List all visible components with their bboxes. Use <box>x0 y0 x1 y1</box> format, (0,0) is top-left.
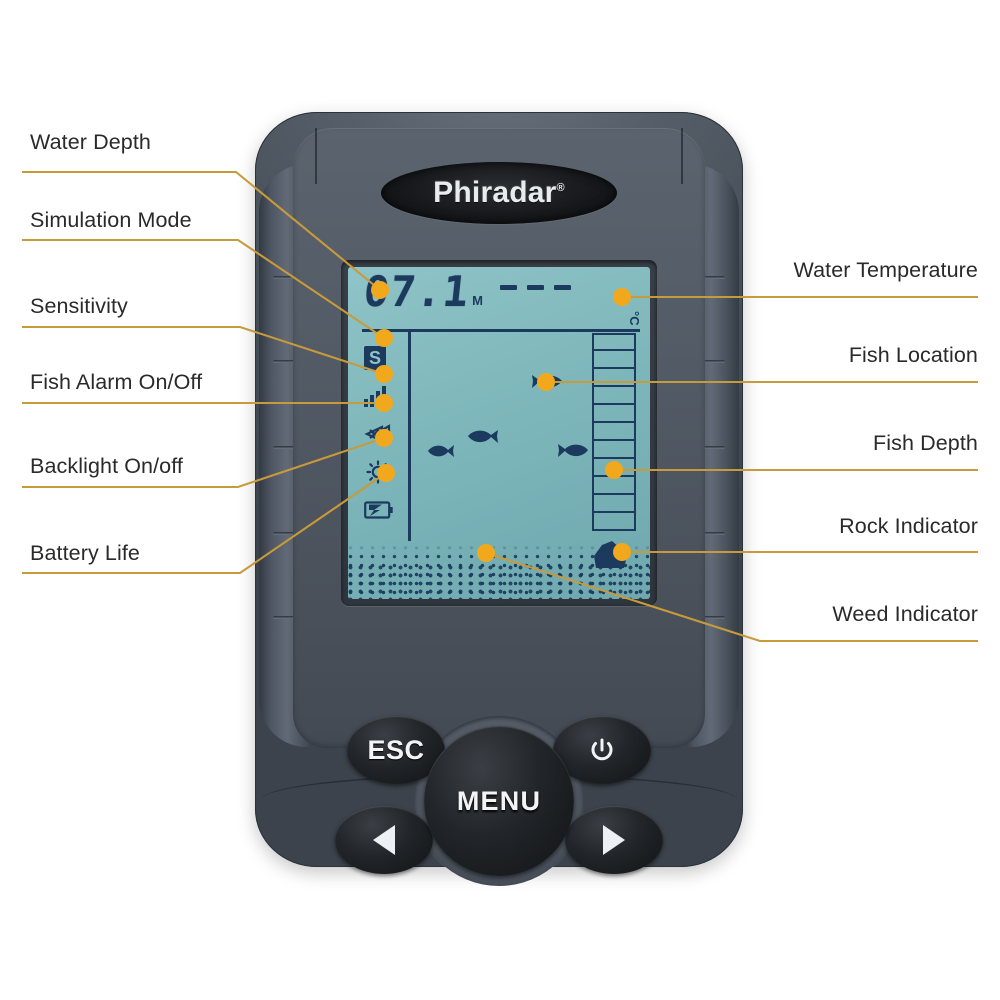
chart-left-axis <box>408 329 411 541</box>
fish-alarm-off-icon <box>364 415 404 453</box>
right-arrow-button[interactable] <box>565 806 663 874</box>
label-rock-indicator: Rock Indicator <box>839 514 978 538</box>
label-weed-indicator: Weed Indicator <box>832 602 978 626</box>
menu-button[interactable]: MENU <box>424 726 574 876</box>
water-depth-readout: 07.1 M <box>361 267 483 316</box>
backlight-icon <box>364 453 404 491</box>
fish-location-sprite <box>530 372 564 395</box>
readout-divider <box>362 329 452 332</box>
water-temperature-readout <box>500 285 571 290</box>
fish-finder-device: Phiradar® 07.1 M °C <box>255 112 743 886</box>
label-simulation-mode: Simulation Mode <box>30 208 192 232</box>
fish-sprite <box>556 441 590 464</box>
fish-sprite <box>426 442 456 464</box>
depth-scale-ladder <box>592 333 636 531</box>
sensitivity-icon <box>364 377 404 415</box>
left-arrow-button[interactable] <box>335 806 433 874</box>
power-icon <box>591 738 613 761</box>
button-panel: ESC MENU <box>255 708 743 886</box>
label-fish-alarm: Fish Alarm On/Off <box>30 370 203 394</box>
chart-top-axis <box>408 329 640 332</box>
battery-life-icon <box>364 491 404 529</box>
lcd-screen: 07.1 M °C S <box>348 267 650 599</box>
registered-mark-icon: ® <box>556 182 565 194</box>
depth-value: 07.1 <box>361 267 472 316</box>
lcd-bezel: 07.1 M °C S <box>341 260 657 606</box>
fish-sprite <box>466 427 500 450</box>
simulation-mode-icon: S <box>364 339 404 377</box>
temperature-unit: °C <box>627 311 642 326</box>
esc-button-label: ESC <box>367 734 425 765</box>
label-battery-life: Battery Life <box>30 541 140 565</box>
device-front-face: Phiradar® 07.1 M °C <box>293 128 705 748</box>
weed-indicator-dense <box>348 565 650 599</box>
left-arrow-icon <box>373 825 395 855</box>
brand-logo-plate: Phiradar® <box>381 162 617 224</box>
label-fish-location: Fish Location <box>848 343 978 367</box>
label-water-depth: Water Depth <box>30 130 151 154</box>
menu-button-label: MENU <box>456 785 542 816</box>
label-sensitivity: Sensitivity <box>30 294 128 318</box>
brand-name: Phiradar® <box>433 176 565 209</box>
power-button[interactable] <box>553 716 651 784</box>
label-water-temperature: Water Temperature <box>793 258 978 282</box>
right-arrow-icon <box>603 825 625 855</box>
depth-unit: M <box>472 292 483 308</box>
status-icon-column: S <box>364 339 404 529</box>
label-fish-depth: Fish Depth <box>873 431 978 455</box>
label-backlight: Backlight On/off <box>30 454 183 478</box>
temperature-value <box>500 285 571 290</box>
